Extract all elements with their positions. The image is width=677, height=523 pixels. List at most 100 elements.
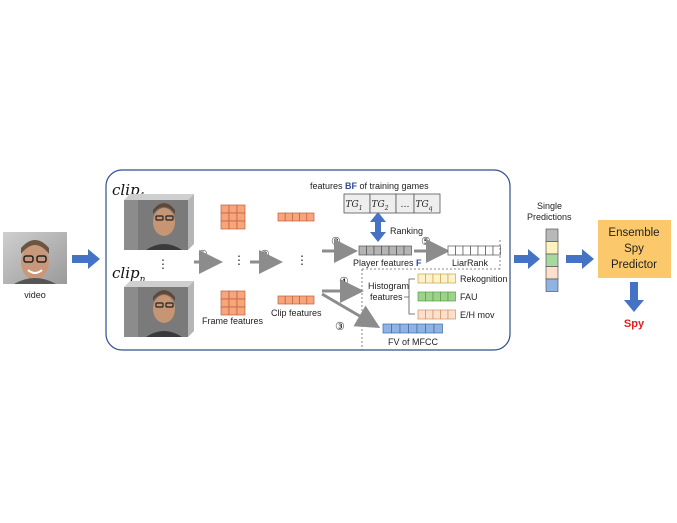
output-label: Spy — [624, 318, 645, 330]
ranking-double-arrow — [370, 212, 386, 242]
liarrank-label: LiarRank — [452, 258, 489, 268]
histogram-cell — [425, 291, 434, 302]
clip-last-label: clipn — [112, 264, 146, 285]
clip-feature-cell — [284, 295, 293, 305]
liarrank-cell — [485, 245, 494, 256]
training-game-label: TG2 — [371, 200, 388, 212]
frame-feature-cell — [228, 204, 238, 214]
clip-features-label: Clip features — [271, 308, 322, 318]
clip-feature-cell — [292, 295, 300, 305]
clip-feature-cell — [299, 212, 308, 222]
mfcc-cell — [408, 323, 418, 334]
clip-feature-bar-top — [277, 212, 315, 222]
histogram-cell — [447, 309, 456, 320]
predictions-to-ensemble-arrow — [566, 249, 594, 269]
histogram-cell — [432, 309, 441, 320]
ensemble-predictor-box — [598, 220, 671, 278]
player-feature-cell — [381, 245, 390, 256]
histogram-cell — [440, 309, 449, 320]
frame-features-label: Frame features — [202, 316, 264, 326]
step-4-marker: ④ — [339, 276, 349, 288]
frame-feature-cell — [228, 220, 238, 230]
step-3-upper-marker: ③ — [331, 236, 341, 248]
training-game-label: TG1 — [345, 200, 362, 212]
training-game-label: TGq — [415, 200, 432, 212]
histogram-cell — [417, 291, 426, 302]
single-predictions-stack — [545, 228, 559, 292]
frame-feature-cell — [220, 298, 230, 308]
liarrank-bar — [447, 245, 501, 256]
frame-feature-grid-bottom — [220, 290, 246, 316]
mfcc-cell — [425, 323, 435, 334]
histogram-cell — [425, 309, 434, 320]
clip-feature-cell — [277, 295, 286, 305]
histogram-cell — [425, 273, 434, 284]
histogram-cell — [447, 291, 456, 302]
predictions-title-line2: Predictions — [527, 212, 572, 222]
liarrank-cell — [477, 245, 486, 256]
clip-feature-cell — [299, 295, 308, 305]
histogram-cell — [440, 273, 449, 284]
training-games-row: TG1 TG2 … TGq — [343, 193, 441, 214]
prediction-cell — [545, 228, 559, 242]
histogram-label: E/H mov — [460, 310, 495, 320]
prediction-cell — [545, 266, 559, 280]
clip-feature-cell — [306, 212, 315, 222]
training-game-label: … — [401, 200, 410, 210]
training-game-cell — [413, 193, 441, 214]
clip-feature-bar-bottom — [277, 295, 315, 305]
frame-feature-cell — [236, 306, 246, 316]
histogram-label-line2: features — [370, 292, 403, 302]
prediction-cell — [545, 253, 559, 267]
step-3-lower-arrow — [321, 292, 381, 329]
ensemble-line1: Ensemble — [608, 227, 659, 239]
frame-feature-cell — [236, 212, 246, 222]
histogram-cell — [417, 309, 426, 320]
clip-last-frames — [124, 281, 194, 337]
player-feature-cell — [366, 245, 375, 256]
step-5-marker: ⑤ — [421, 236, 431, 248]
histogram-cell — [447, 273, 456, 284]
frame-feature-cell — [236, 204, 246, 214]
frame-feature-grid-top — [220, 204, 246, 230]
step-2-marker: ② — [260, 249, 270, 261]
frame-feature-cell — [220, 290, 230, 300]
frame-feature-cell — [236, 290, 246, 300]
mfcc-cell — [399, 323, 409, 334]
clip-feature-cell — [306, 295, 315, 305]
clip-feature-cell — [284, 212, 293, 222]
player-feature-cell — [396, 245, 405, 256]
liarrank-cell — [447, 245, 456, 256]
histogram-cell — [417, 273, 426, 284]
frame-feature-cell — [220, 306, 230, 316]
video-caption: video — [24, 290, 46, 300]
frame-feature-cell — [220, 220, 230, 230]
histogram-cell — [440, 291, 449, 302]
panel-to-predictions-arrow — [514, 249, 540, 269]
frame-feature-cell — [220, 204, 230, 214]
histogram-label-line1: Histogram — [368, 281, 409, 291]
histogram-bracket — [404, 278, 415, 315]
histogram-label: FAU — [460, 292, 478, 302]
step-1-marker: ① — [198, 249, 208, 261]
player-feature-cell — [358, 245, 367, 256]
ensemble-line2: Spy — [624, 243, 644, 255]
ranking-label: Ranking — [390, 226, 423, 236]
frame-feature-cell — [228, 212, 238, 222]
clip-feature-cell — [292, 212, 300, 222]
prediction-cell — [545, 241, 559, 255]
frame-feature-cell — [228, 298, 238, 308]
histogram-label: Rekognition — [460, 274, 508, 284]
ensemble-line3: Predictor — [611, 259, 657, 271]
frame-feature-cell — [228, 306, 238, 316]
frame-feature-cell — [236, 298, 246, 308]
liarrank-cell — [462, 245, 471, 256]
clip-feature-cell — [277, 212, 286, 222]
video-arrow — [72, 249, 100, 269]
frame-feature-cell — [228, 290, 238, 300]
player-features-label: Player features F — [353, 258, 422, 268]
mfcc-cell — [391, 323, 401, 334]
mfcc-cell — [416, 323, 426, 334]
